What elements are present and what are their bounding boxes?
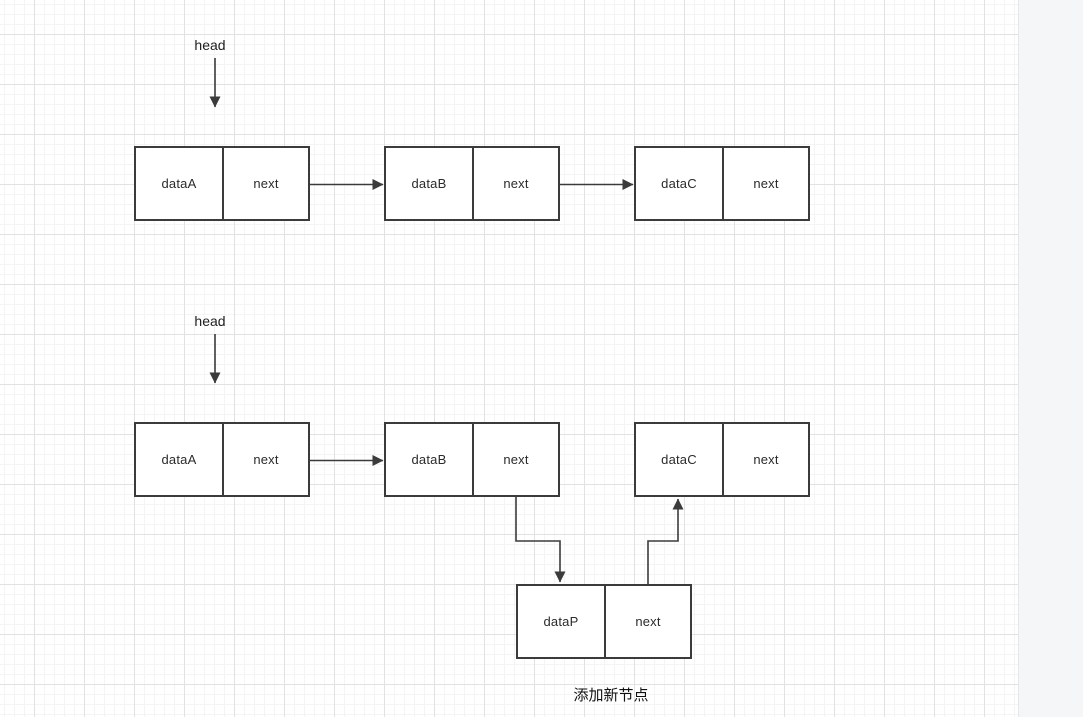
data-cell: dataB: [411, 176, 447, 191]
data-cell: dataC: [661, 452, 697, 467]
data-cell: dataA: [161, 452, 197, 467]
list1-node-dataB[interactable]: dataB next: [384, 146, 560, 221]
data-cell: dataA: [161, 176, 197, 191]
diagram-canvas[interactable]: head dataA next dataB next dataC next he…: [0, 0, 1019, 717]
list2-node-dataA[interactable]: dataA next: [134, 422, 310, 497]
data-cell: dataC: [661, 176, 697, 191]
data-cell: dataB: [411, 452, 447, 467]
next-cell: next: [722, 424, 808, 495]
list1-node-dataA[interactable]: dataA next: [134, 146, 310, 221]
data-cell: dataP: [543, 614, 579, 629]
list2-node-dataB[interactable]: dataB next: [384, 422, 560, 497]
list1-node-dataC[interactable]: dataC next: [634, 146, 810, 221]
next-cell: next: [722, 148, 808, 219]
arrow-list2-dataB-next-to-dataP[interactable]: [515, 497, 566, 583]
arrow-list2-dataP-next-to-dataC[interactable]: [647, 498, 684, 584]
list2-head-label[interactable]: head: [194, 313, 226, 329]
next-cell: next: [604, 586, 690, 657]
next-cell: next: [472, 424, 558, 495]
next-cell: next: [222, 424, 308, 495]
next-cell: next: [472, 148, 558, 219]
list2-node-dataC[interactable]: dataC next: [634, 422, 810, 497]
diagram-caption[interactable]: 添加新节点: [573, 687, 649, 704]
list1-head-label[interactable]: head: [194, 37, 226, 53]
list2-new-node-dataP[interactable]: dataP next: [516, 584, 692, 659]
connector-layer: [209, 58, 684, 584]
next-cell: next: [222, 148, 308, 219]
